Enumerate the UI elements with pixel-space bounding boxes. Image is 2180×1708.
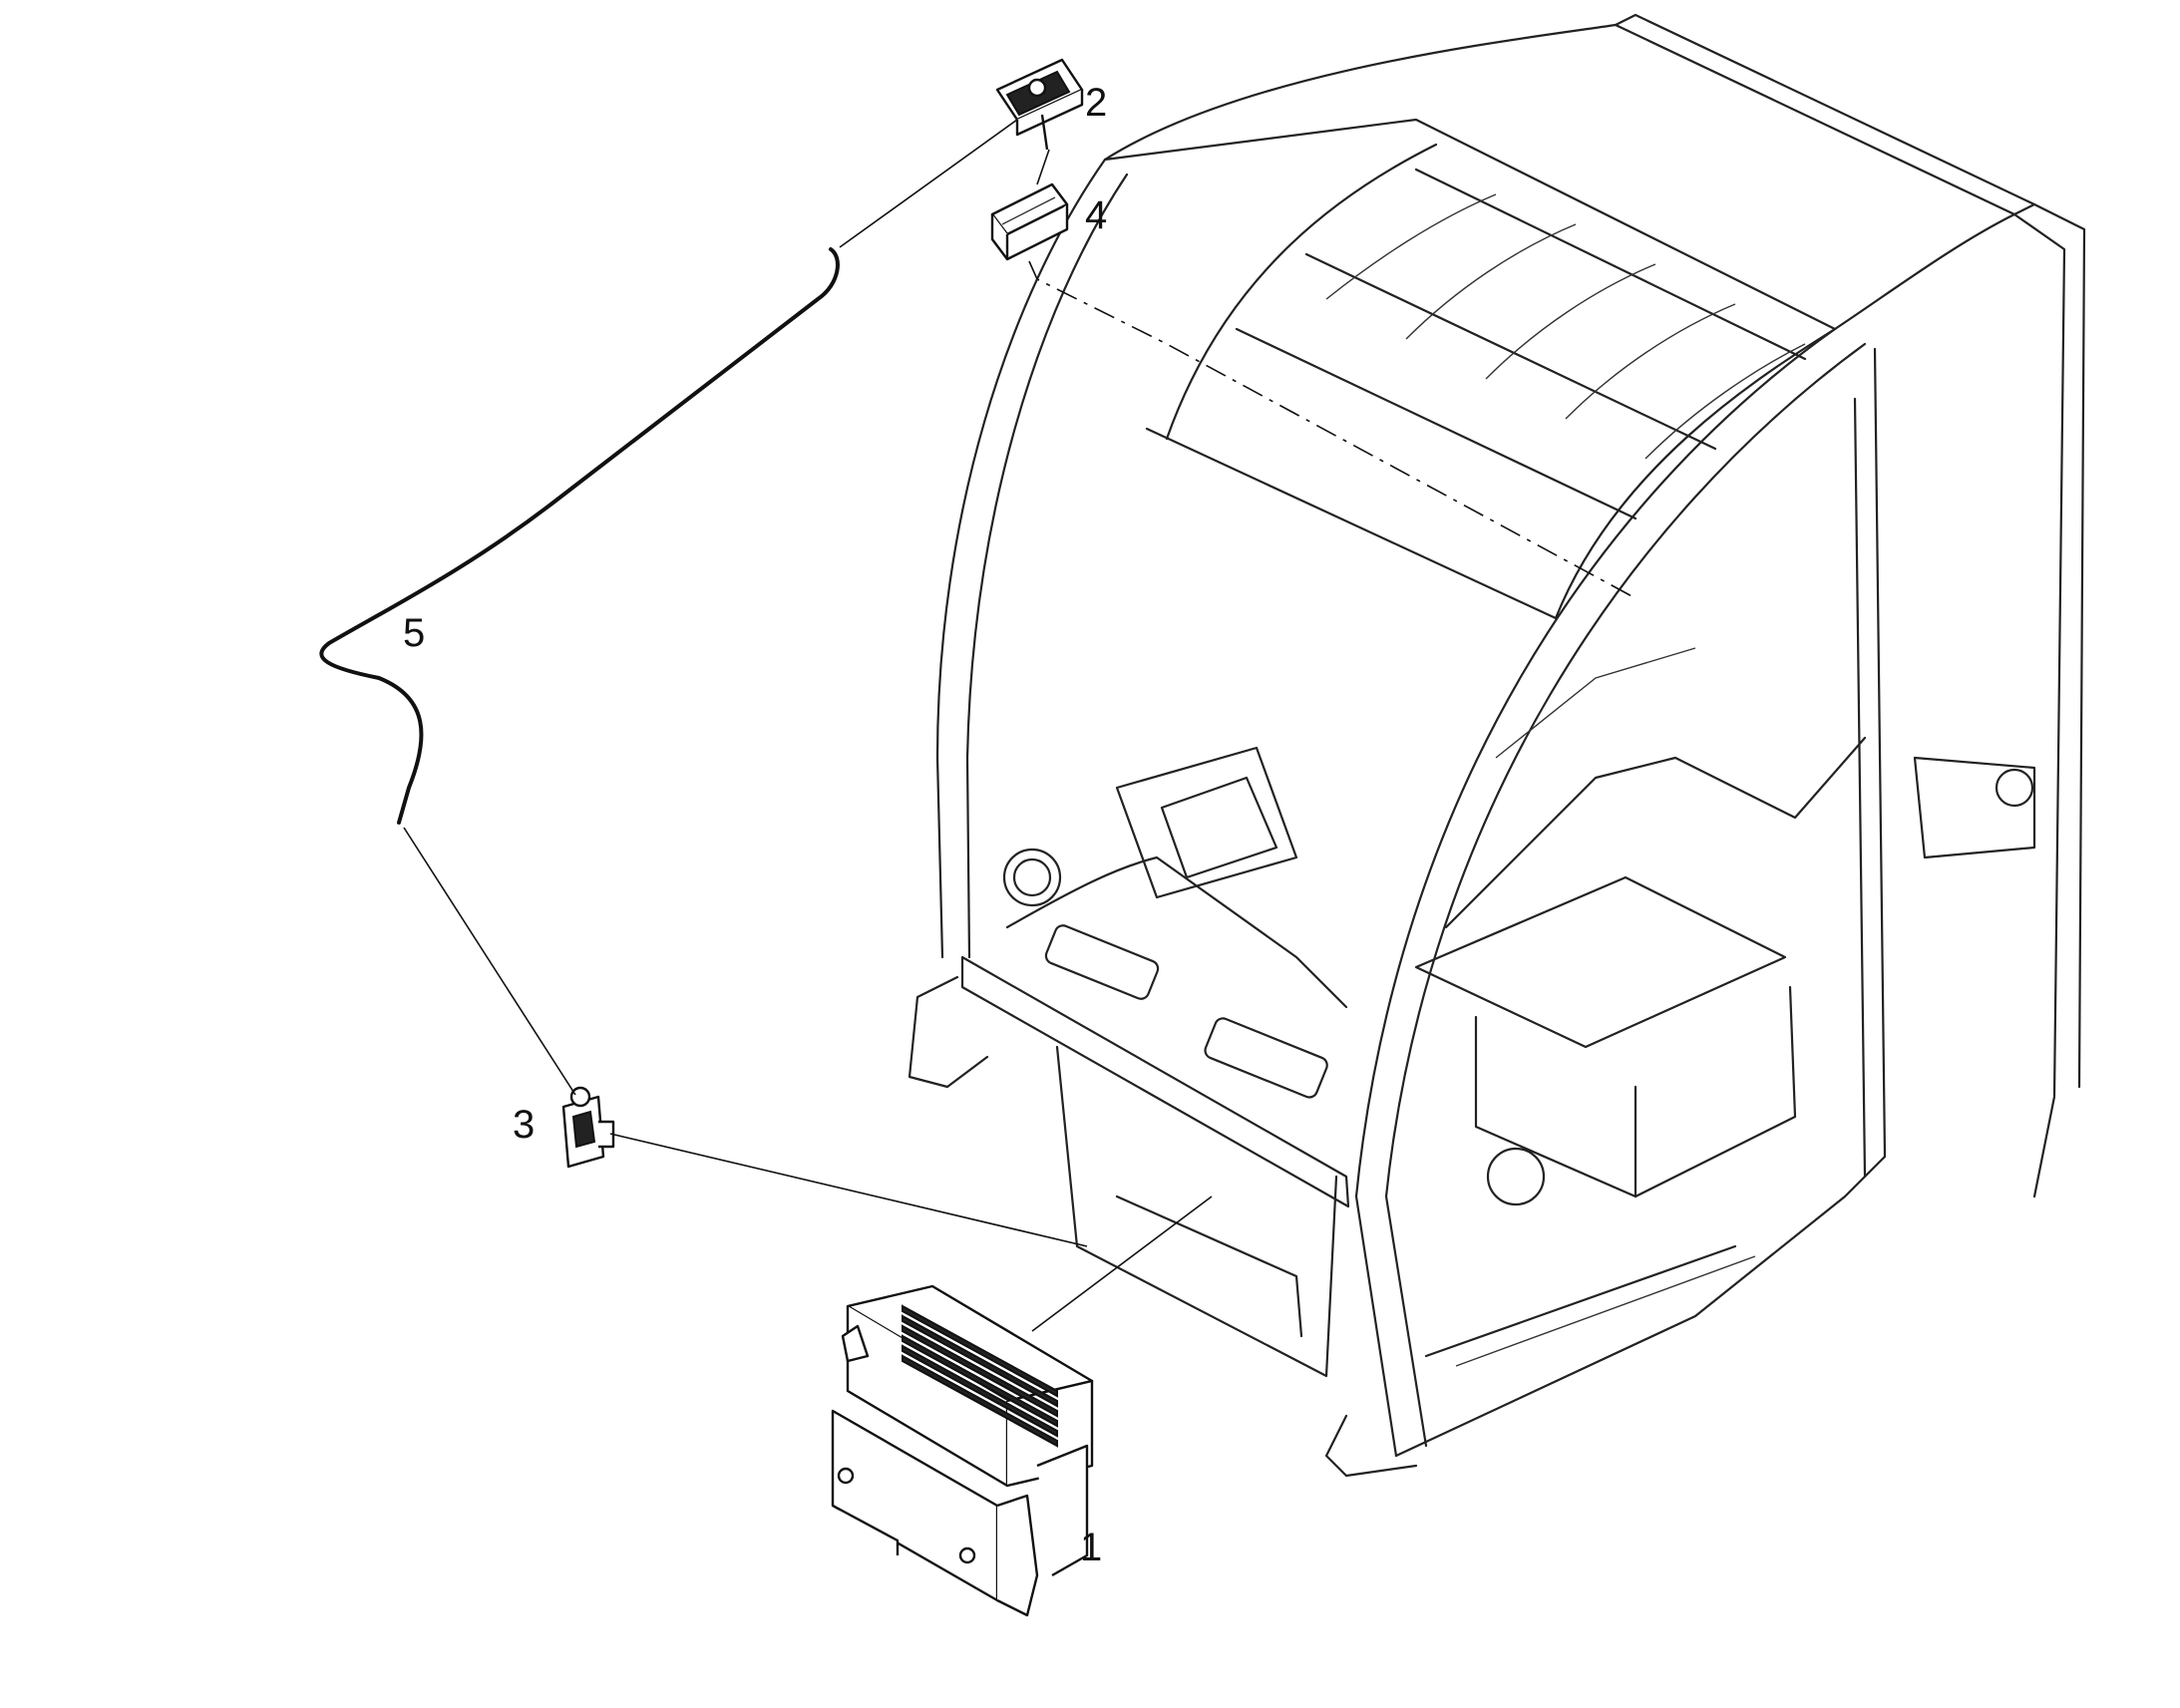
bracket-box-part [990,182,1069,261]
leader-lines [403,119,1636,1332]
control-panel-part [995,58,1084,151]
cable-part [319,247,840,825]
cab-frame [908,13,2086,1478]
callout-5: 5 [403,611,426,655]
heater-unit-part [831,1284,1094,1617]
callout-2: 2 [1085,81,1108,125]
callout-3: 3 [513,1103,536,1147]
callout-4: 4 [1085,193,1108,237]
heater-grille [902,1304,1058,1448]
callout-1: 1 [1080,1526,1103,1569]
valve-part [561,1086,615,1169]
